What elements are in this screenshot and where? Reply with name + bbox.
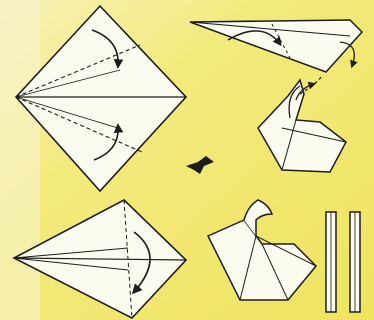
left-lighter-band xyxy=(0,0,40,320)
